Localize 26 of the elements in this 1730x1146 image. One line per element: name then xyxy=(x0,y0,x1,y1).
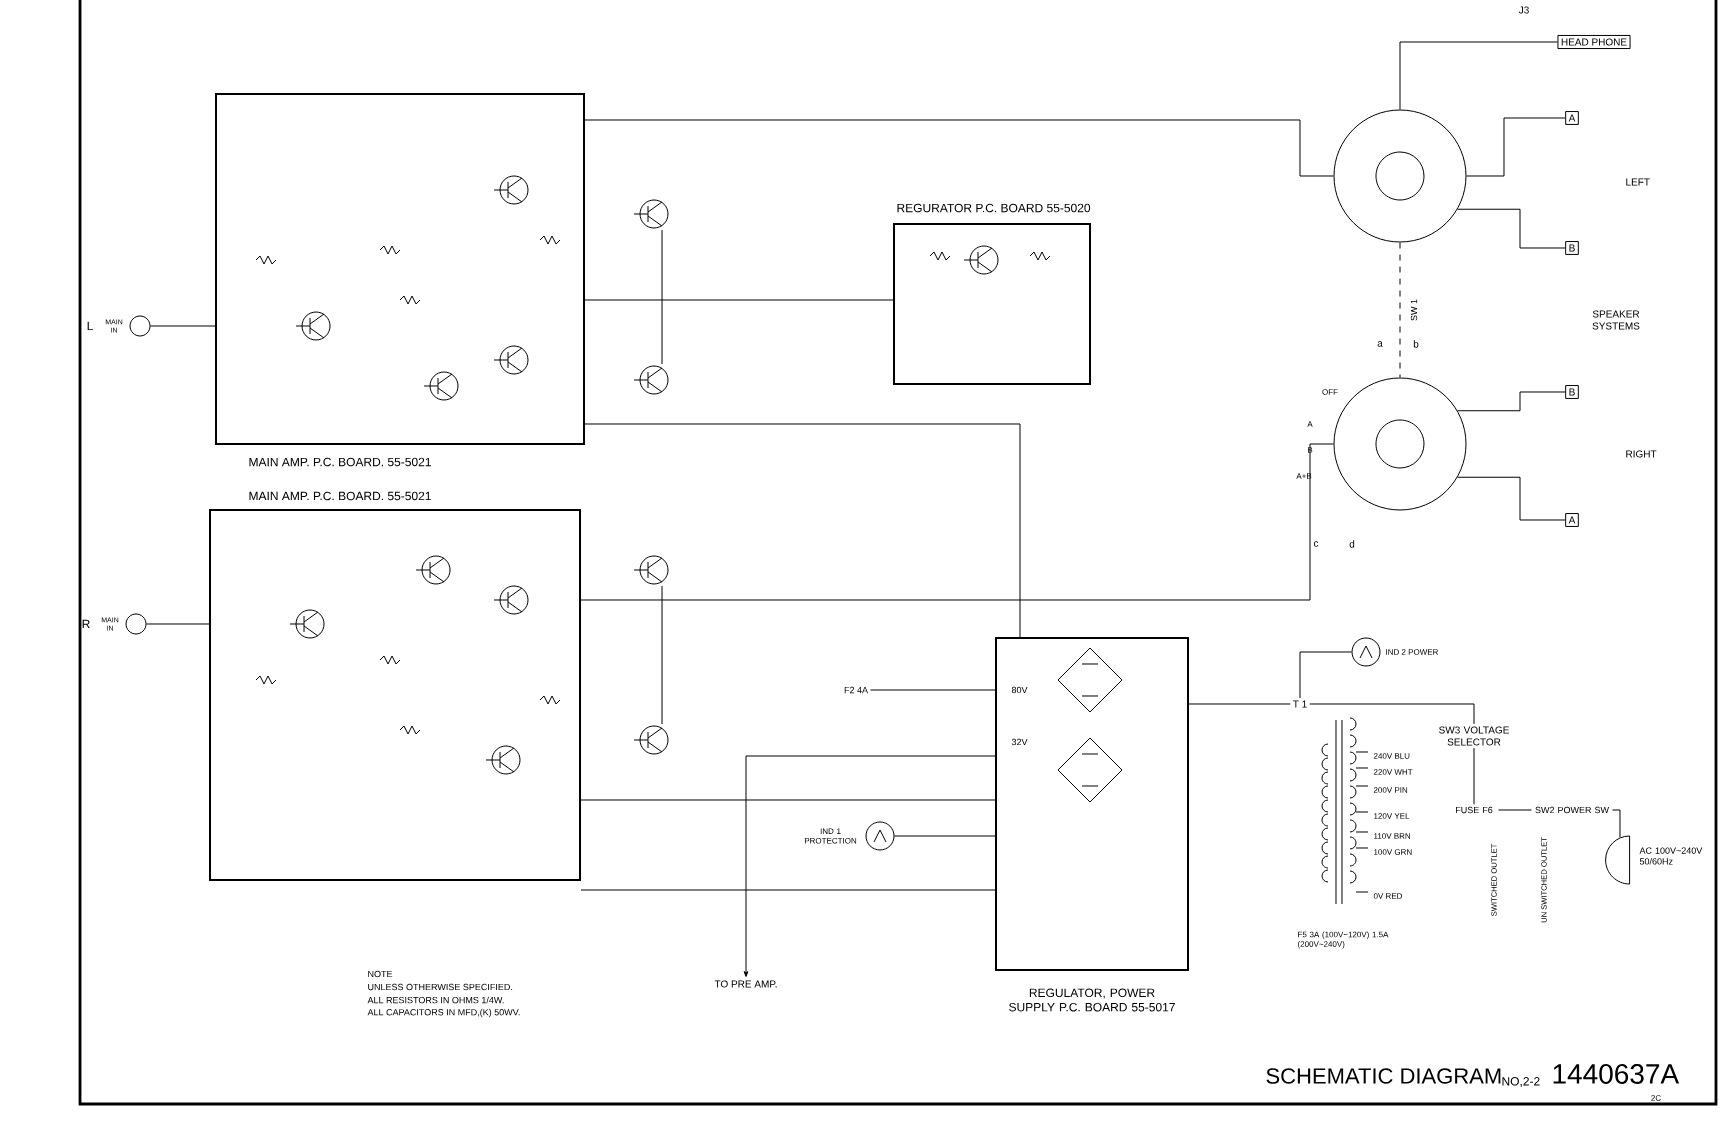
wire xyxy=(1188,703,1291,705)
wire xyxy=(1299,651,1352,699)
wire xyxy=(1457,391,1566,412)
wire xyxy=(584,299,894,301)
wire xyxy=(1473,747,1475,805)
switch-wafer xyxy=(1333,109,1467,243)
wire xyxy=(1612,809,1621,838)
wire xyxy=(1399,41,1558,110)
wire xyxy=(580,889,996,891)
wire xyxy=(1466,117,1566,177)
arrow xyxy=(743,755,996,977)
wire xyxy=(1457,476,1566,521)
wire xyxy=(146,623,210,625)
wire xyxy=(1399,242,1401,378)
wire xyxy=(150,325,216,327)
wire xyxy=(870,689,996,691)
wire xyxy=(894,835,996,837)
wire xyxy=(1309,703,1475,725)
wire xyxy=(1457,208,1566,249)
wire xyxy=(580,443,1334,601)
text-label: 1440637A xyxy=(1553,1064,1680,1084)
wire xyxy=(580,799,996,801)
wire xyxy=(1498,809,1532,811)
text-label: SCHEMATIC DIAGRAM xyxy=(1266,1068,1501,1084)
wire xyxy=(584,423,1021,638)
wire xyxy=(584,119,1334,177)
